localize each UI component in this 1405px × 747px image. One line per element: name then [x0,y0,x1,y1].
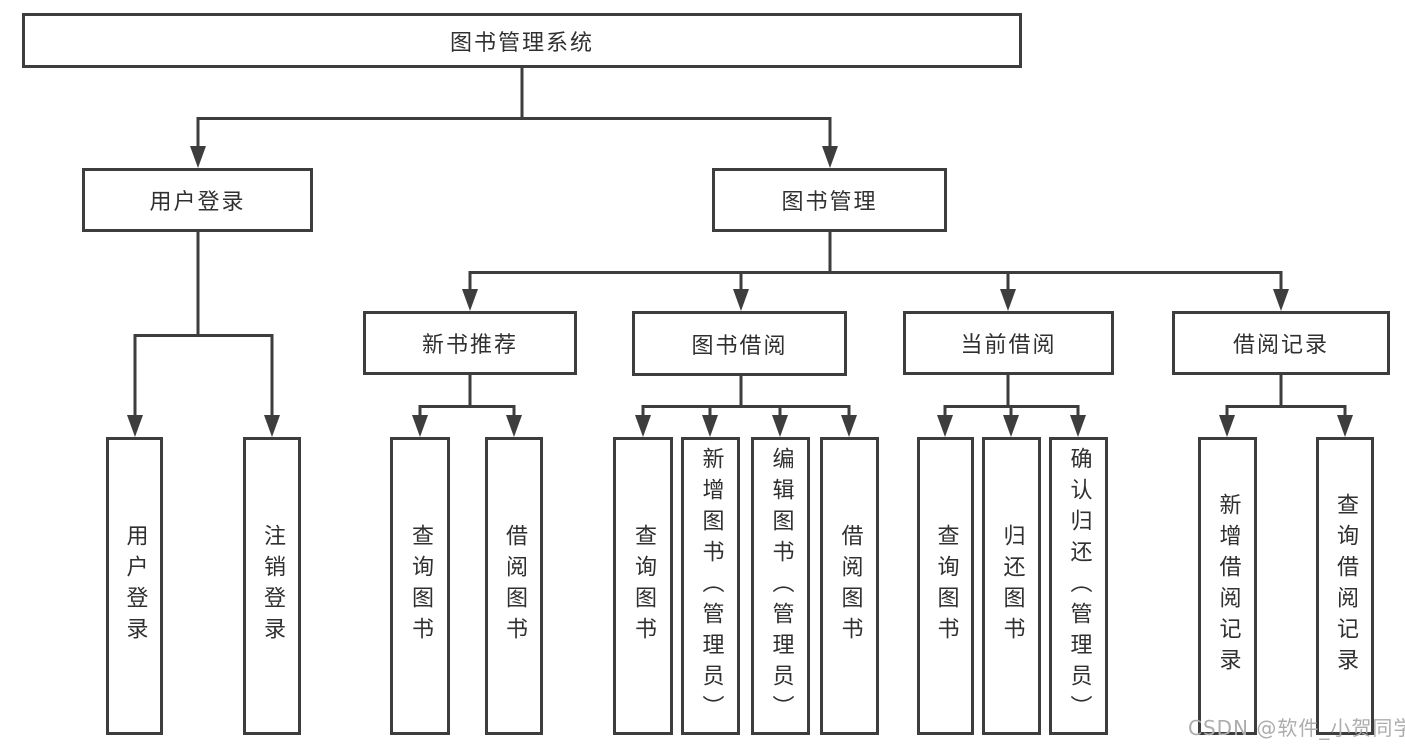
leaf-label: 归还图书 [999,524,1025,648]
node-book-management: 图书管理 [712,168,947,232]
leaf-label: 查询图书 [933,524,959,648]
arrow-down-icon [841,415,857,437]
node-new-book-recommendation: 新书推荐 [363,311,577,375]
leaf-return-books: 归还图书 [982,437,1041,735]
leaf-query-borrow-record: 查询借阅记录 [1316,437,1374,735]
leaf-confirm-return-admin: 确认归还（管理员） [1049,437,1108,735]
arrow-down-icon [190,146,206,168]
csdn-watermark: CSDN @软件_小贺同学 [1188,716,1405,740]
arrow-down-icon [1003,415,1019,437]
arrow-down-icon [1070,415,1086,437]
arrow-down-icon [772,415,788,437]
leaf-label: 查询借阅记录 [1333,493,1358,679]
leaf-query-books-current: 查询图书 [917,437,974,735]
node-library-management-system: 图书管理系统 [22,13,1022,68]
leaf-label: 借阅图书 [837,524,863,648]
arrow-down-icon [733,289,749,311]
leaf-label: 查询图书 [408,524,433,648]
leaf-label: 注销登录 [260,524,285,648]
arrow-down-icon [1273,289,1289,311]
node-book-borrowing: 图书借阅 [632,311,847,376]
arrow-down-icon [635,415,651,437]
leaf-user-login: 用户登录 [106,437,163,735]
node-user-login: 用户登录 [82,168,313,232]
leaf-label: 新增图书（管理员） [698,446,724,726]
leaf-query-books-borrowing: 查询图书 [613,437,673,735]
leaf-query-books-recommend: 查询图书 [390,437,450,735]
leaf-label: 新增借阅记录 [1215,493,1241,679]
arrow-down-icon [822,146,838,168]
arrow-down-icon [1219,415,1235,437]
node-borrowing-records: 借阅记录 [1172,311,1390,375]
arrow-down-icon [462,289,478,311]
arrow-down-icon [1337,415,1353,437]
leaf-add-borrow-record: 新增借阅记录 [1198,437,1257,735]
arrow-down-icon [127,415,143,437]
arrow-down-icon [412,415,428,437]
leaf-label: 查询图书 [631,524,656,648]
leaf-edit-books-admin: 编辑图书（管理员） [751,437,810,735]
arrow-down-icon [264,415,280,437]
leaf-label: 用户登录 [122,524,148,648]
leaf-label: 借阅图书 [502,524,527,648]
leaf-label: 编辑图书（管理员） [768,446,794,726]
arrow-down-icon [1000,289,1016,311]
arrow-down-icon [937,415,953,437]
leaf-borrow-books-recommend: 借阅图书 [485,437,543,735]
leaf-logout-login: 注销登录 [243,437,301,735]
arrow-down-icon [702,415,718,437]
leaf-borrow-books-borrowing: 借阅图书 [820,437,879,735]
node-current-borrowing: 当前借阅 [903,311,1114,375]
arrow-down-icon [506,415,522,437]
leaf-add-books-admin: 新增图书（管理员） [681,437,740,735]
leaf-label: 确认归还（管理员） [1066,446,1092,726]
